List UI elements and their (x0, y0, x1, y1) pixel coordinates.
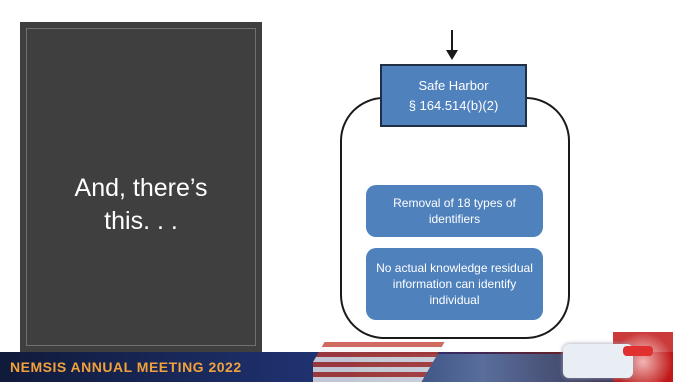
removal-identifiers-text: Removal of 18 types of identifiers (393, 196, 516, 226)
no-actual-knowledge-box: No actual knowledge residual information… (366, 248, 543, 320)
no-actual-knowledge-text: No actual knowledge residual information… (376, 261, 533, 307)
removal-identifiers-box: Removal of 18 types of identifiers (366, 185, 543, 237)
safe-harbor-citation: § 164.514(b)(2) (408, 97, 499, 113)
footer-banner-image (313, 332, 673, 382)
safe-harbor-label: Safe Harbor (418, 77, 489, 93)
title-panel: And, there’s this. . . (20, 22, 262, 352)
emergency-light-icon (623, 346, 653, 356)
down-arrow-icon (446, 50, 458, 60)
footer-meeting-title: NEMSIS ANNUAL MEETING 2022 (10, 359, 242, 375)
slide-title: And, there’s this. . . (74, 174, 208, 235)
down-arrow-line (451, 30, 453, 56)
title-panel-frame (26, 28, 256, 346)
safe-harbor-box: Safe Harbor § 164.514(b)(2) (380, 64, 527, 127)
ambulance-icon (563, 344, 633, 378)
footer-flag-graphic (313, 342, 445, 382)
